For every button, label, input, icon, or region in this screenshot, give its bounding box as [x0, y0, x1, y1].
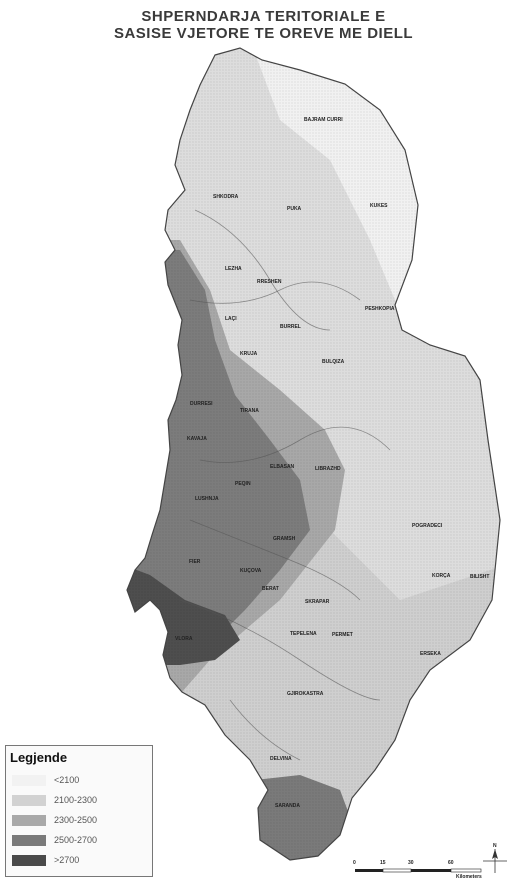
- city-label: LAÇI: [225, 316, 237, 322]
- legend-label: >2700: [54, 855, 80, 865]
- city-label: PEQIN: [235, 481, 251, 487]
- scale-tick-label: 0: [353, 860, 356, 866]
- city-label: PUKA: [287, 206, 302, 212]
- city-label: BULQIZA: [322, 359, 345, 365]
- city-label: PESHKOPIA: [365, 306, 395, 312]
- map-title-line1: SHPERNDARJA TERITORIALE E: [141, 8, 386, 25]
- city-label: LIBRAZHD: [315, 466, 341, 472]
- rivers: [179, 209, 391, 761]
- north-label: N: [493, 843, 497, 849]
- city-label: BURREL: [280, 324, 301, 330]
- legend-label: 2500-2700: [54, 835, 98, 845]
- city-label: GRAMSH: [273, 536, 296, 542]
- city-label: SKRAPAR: [305, 599, 330, 605]
- city-label: VLORA: [175, 636, 193, 642]
- map-title-line2: SASISE VJETORE TE OREVE ME DIELL: [113, 25, 414, 42]
- city-label: TEPELENA: [290, 631, 317, 637]
- city-label: LUSHNJA: [195, 496, 219, 502]
- city-label: KUÇOVA: [240, 568, 262, 574]
- city-label: BERAT: [262, 586, 279, 592]
- city-label: POGRADECI: [412, 523, 443, 529]
- city-label: ELBASAN: [270, 464, 295, 470]
- legend-label: 2100-2300: [54, 795, 98, 805]
- city-label: KRUJA: [240, 351, 258, 357]
- city-labels: BAJRAM CURRI SHKODRA PUKA KUKES LEZHA RR…: [175, 117, 489, 809]
- city-label: SHKODRA: [213, 194, 239, 200]
- city-label: LEZHA: [225, 266, 242, 272]
- city-label: KUKES: [370, 203, 388, 209]
- legend-swatch: [12, 855, 46, 866]
- legend-title: Legjende: [10, 750, 68, 765]
- city-label: KAVAJA: [187, 436, 207, 442]
- city-label: ERSEKA: [420, 651, 441, 657]
- city-label: TIRANA: [240, 408, 259, 414]
- legend-swatch: [12, 775, 46, 786]
- legend-swatch: [12, 835, 46, 846]
- scale-tick-label: 60: [448, 860, 454, 866]
- north-arrow-icon: N: [483, 843, 507, 873]
- scale-bar: 0 15 30 60 Kilometers: [353, 860, 482, 880]
- city-label: BAJRAM CURRI: [304, 117, 343, 123]
- legend-label: <2100: [54, 775, 80, 785]
- legend-swatch: [12, 815, 46, 826]
- legend: Legjende <2100 2100-2300 2300-2500 2500-…: [5, 745, 153, 877]
- city-label: GJIROKASTRA: [287, 691, 324, 697]
- legend-label: 2300-2500: [54, 815, 98, 825]
- city-label: FIER: [189, 559, 201, 565]
- city-label: RRESHEN: [257, 279, 282, 285]
- city-label: DURRESI: [190, 401, 213, 407]
- scale-unit-label: Kilometers: [456, 874, 482, 880]
- city-label: PERMET: [332, 632, 353, 638]
- legend-swatch: [12, 795, 46, 806]
- city-label: BILISHT: [470, 574, 489, 580]
- city-label: DELVINA: [270, 756, 292, 762]
- scale-tick-label: 30: [408, 860, 414, 866]
- city-label: SARANDA: [275, 803, 300, 809]
- scale-tick-label: 15: [380, 860, 386, 866]
- city-label: KORÇA: [432, 573, 451, 579]
